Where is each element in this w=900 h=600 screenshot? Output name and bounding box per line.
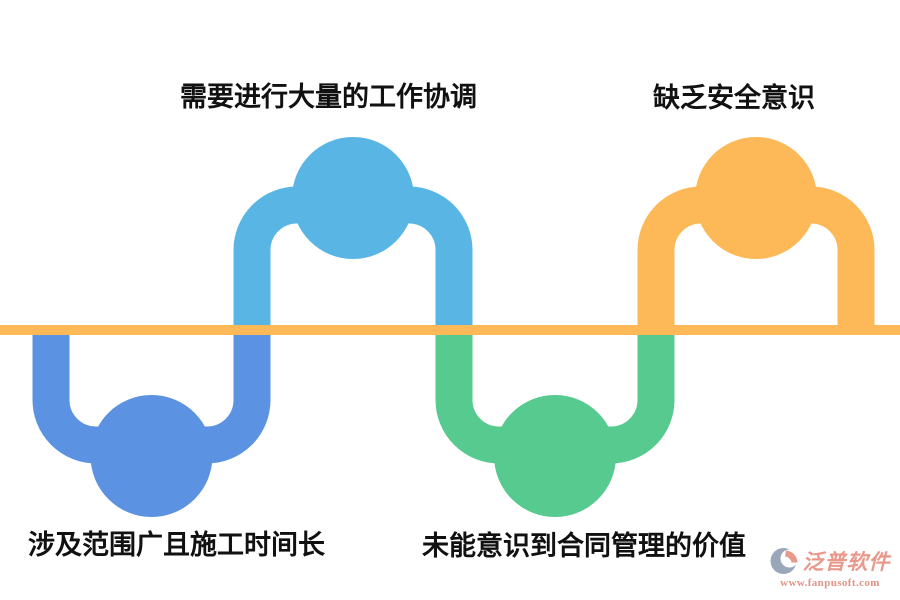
node-circle-top-right bbox=[695, 137, 817, 259]
fanpu-logo-icon bbox=[770, 548, 798, 574]
node-circle-bottom-left bbox=[90, 395, 213, 517]
logo-url: www.fanpusoft.com bbox=[780, 577, 880, 589]
label-bottom-left: 涉及范围广且施工时间长 bbox=[28, 530, 325, 560]
label-top-right: 缺乏安全意识 bbox=[653, 83, 815, 113]
node-circle-top-left bbox=[292, 137, 414, 259]
logo-watermark: 泛普软件 www.fanpusoft.com bbox=[766, 546, 894, 589]
logo-title: 泛普软件 bbox=[802, 551, 891, 574]
label-top-left: 需要进行大量的工作协调 bbox=[180, 82, 477, 112]
label-bottom-right: 未能意识到合同管理的价值 bbox=[422, 531, 746, 561]
node-circle-bottom-right bbox=[494, 395, 616, 517]
